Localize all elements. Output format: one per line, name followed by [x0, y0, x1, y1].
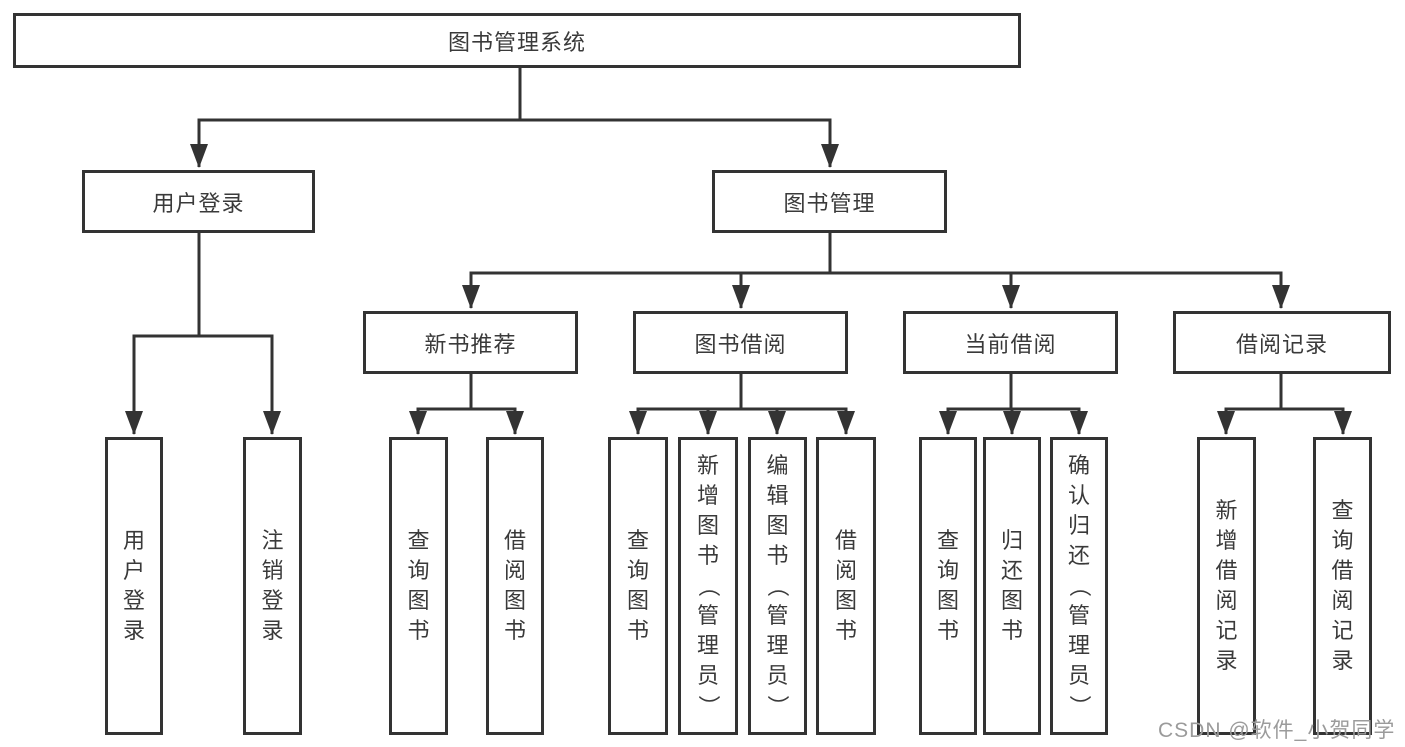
node-leaf-add-borrow-record: 新增借阅记录: [1197, 437, 1256, 735]
watermark: CSDN @软件_小贺同学: [1158, 719, 1396, 742]
node-leaf-borrow-books-2: 借阅图书: [816, 437, 876, 735]
node-leaf-add-books-admin: 新增图书（管理员）: [678, 437, 738, 735]
node-leaf-query-books-2: 查询图书: [608, 437, 668, 735]
node-leaf-query-books-3: 查询图书: [919, 437, 977, 735]
node-leaf-logout: 注销登录: [243, 437, 302, 735]
node-leaf-query-borrow-record: 查询借阅记录: [1313, 437, 1372, 735]
node-book-management: 图书管理: [712, 170, 947, 233]
node-book-borrowing: 图书借阅: [633, 311, 848, 374]
node-leaf-confirm-return-admin: 确认归还（管理员）: [1050, 437, 1108, 735]
node-root: 图书管理系统: [13, 13, 1021, 68]
node-leaf-borrow-books-1: 借阅图书: [486, 437, 544, 735]
node-leaf-return-books: 归还图书: [983, 437, 1041, 735]
node-current-borrowing: 当前借阅: [903, 311, 1118, 374]
node-leaf-edit-books-admin: 编辑图书（管理员）: [748, 437, 807, 735]
node-user-login: 用户登录: [82, 170, 315, 233]
node-leaf-query-books-1: 查询图书: [389, 437, 448, 735]
node-borrowing-records: 借阅记录: [1173, 311, 1391, 374]
node-leaf-user-login: 用户登录: [105, 437, 163, 735]
node-new-book-recommend: 新书推荐: [363, 311, 578, 374]
